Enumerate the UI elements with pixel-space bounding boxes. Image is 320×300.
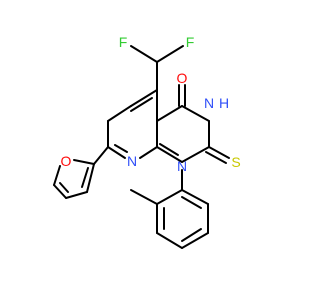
- bond-furan-c3-c2: [86, 163, 95, 193]
- bond-furan-c5-c4-double: [59, 182, 69, 193]
- bond-c5-c6: [130, 89, 158, 107]
- bond-c6-c7a: [107, 105, 132, 122]
- nh-hydrogen-atom: H: [219, 95, 229, 111]
- bond-c7-n8: [107, 146, 126, 159]
- atom-labels: F F O N H S N N O: [61, 34, 241, 174]
- bond-c2-s-double: [205, 151, 227, 164]
- bond-c2-s: [208, 146, 230, 159]
- molecule-structure: F F O N H S N N O: [0, 0, 300, 300]
- bond-furan-c4-c3: [65, 191, 88, 199]
- bond-lines: [53, 45, 230, 249]
- thione-sulfur-atom: S: [231, 154, 240, 170]
- bond-ar4-ar5-double: [181, 228, 202, 242]
- bond-n1-c8a-inner: [159, 143, 179, 156]
- bond-n8-c8a: [139, 146, 158, 159]
- nh-nitrogen-atom: N: [204, 95, 214, 111]
- bond-n1-c8a: [156, 146, 183, 163]
- bond-c5-c6-double: [130, 97, 153, 112]
- bond-c4a-c4: [156, 105, 183, 122]
- pyridine-nitrogen-atom: N: [127, 153, 137, 169]
- bond-c-f-left: [130, 45, 158, 63]
- bond-ar4-ar5: [181, 232, 209, 249]
- carbonyl-oxygen-atom: O: [177, 70, 188, 86]
- fluorine-atom-right: F: [186, 34, 195, 50]
- bond-ar1-ar2: [156, 189, 183, 205]
- bond-c4-n3: [181, 105, 210, 122]
- bond-ar6-ar1: [181, 189, 209, 205]
- bond-ar3-ar4: [156, 232, 183, 249]
- furan-oxygen-atom: O: [61, 153, 72, 169]
- bond-furan-c3-c2-double: [81, 167, 89, 188]
- fluorine-atom-left: F: [119, 34, 128, 50]
- background: [0, 0, 300, 300]
- bond-c7-furan: [93, 146, 109, 165]
- bond-furan-c5-c4: [53, 184, 67, 199]
- bond-furan-c2-o: [73, 159, 95, 165]
- bond-ar6-ar1-double: [181, 196, 202, 209]
- bond-c2-n1: [181, 146, 210, 163]
- bond-furan-o-c5: [53, 165, 61, 186]
- bond-c-f-right: [156, 45, 184, 63]
- n1-nitrogen-atom: N: [177, 158, 187, 174]
- bond-ar-methyl: [130, 189, 158, 205]
- bond-c7-n8-double: [114, 144, 128, 153]
